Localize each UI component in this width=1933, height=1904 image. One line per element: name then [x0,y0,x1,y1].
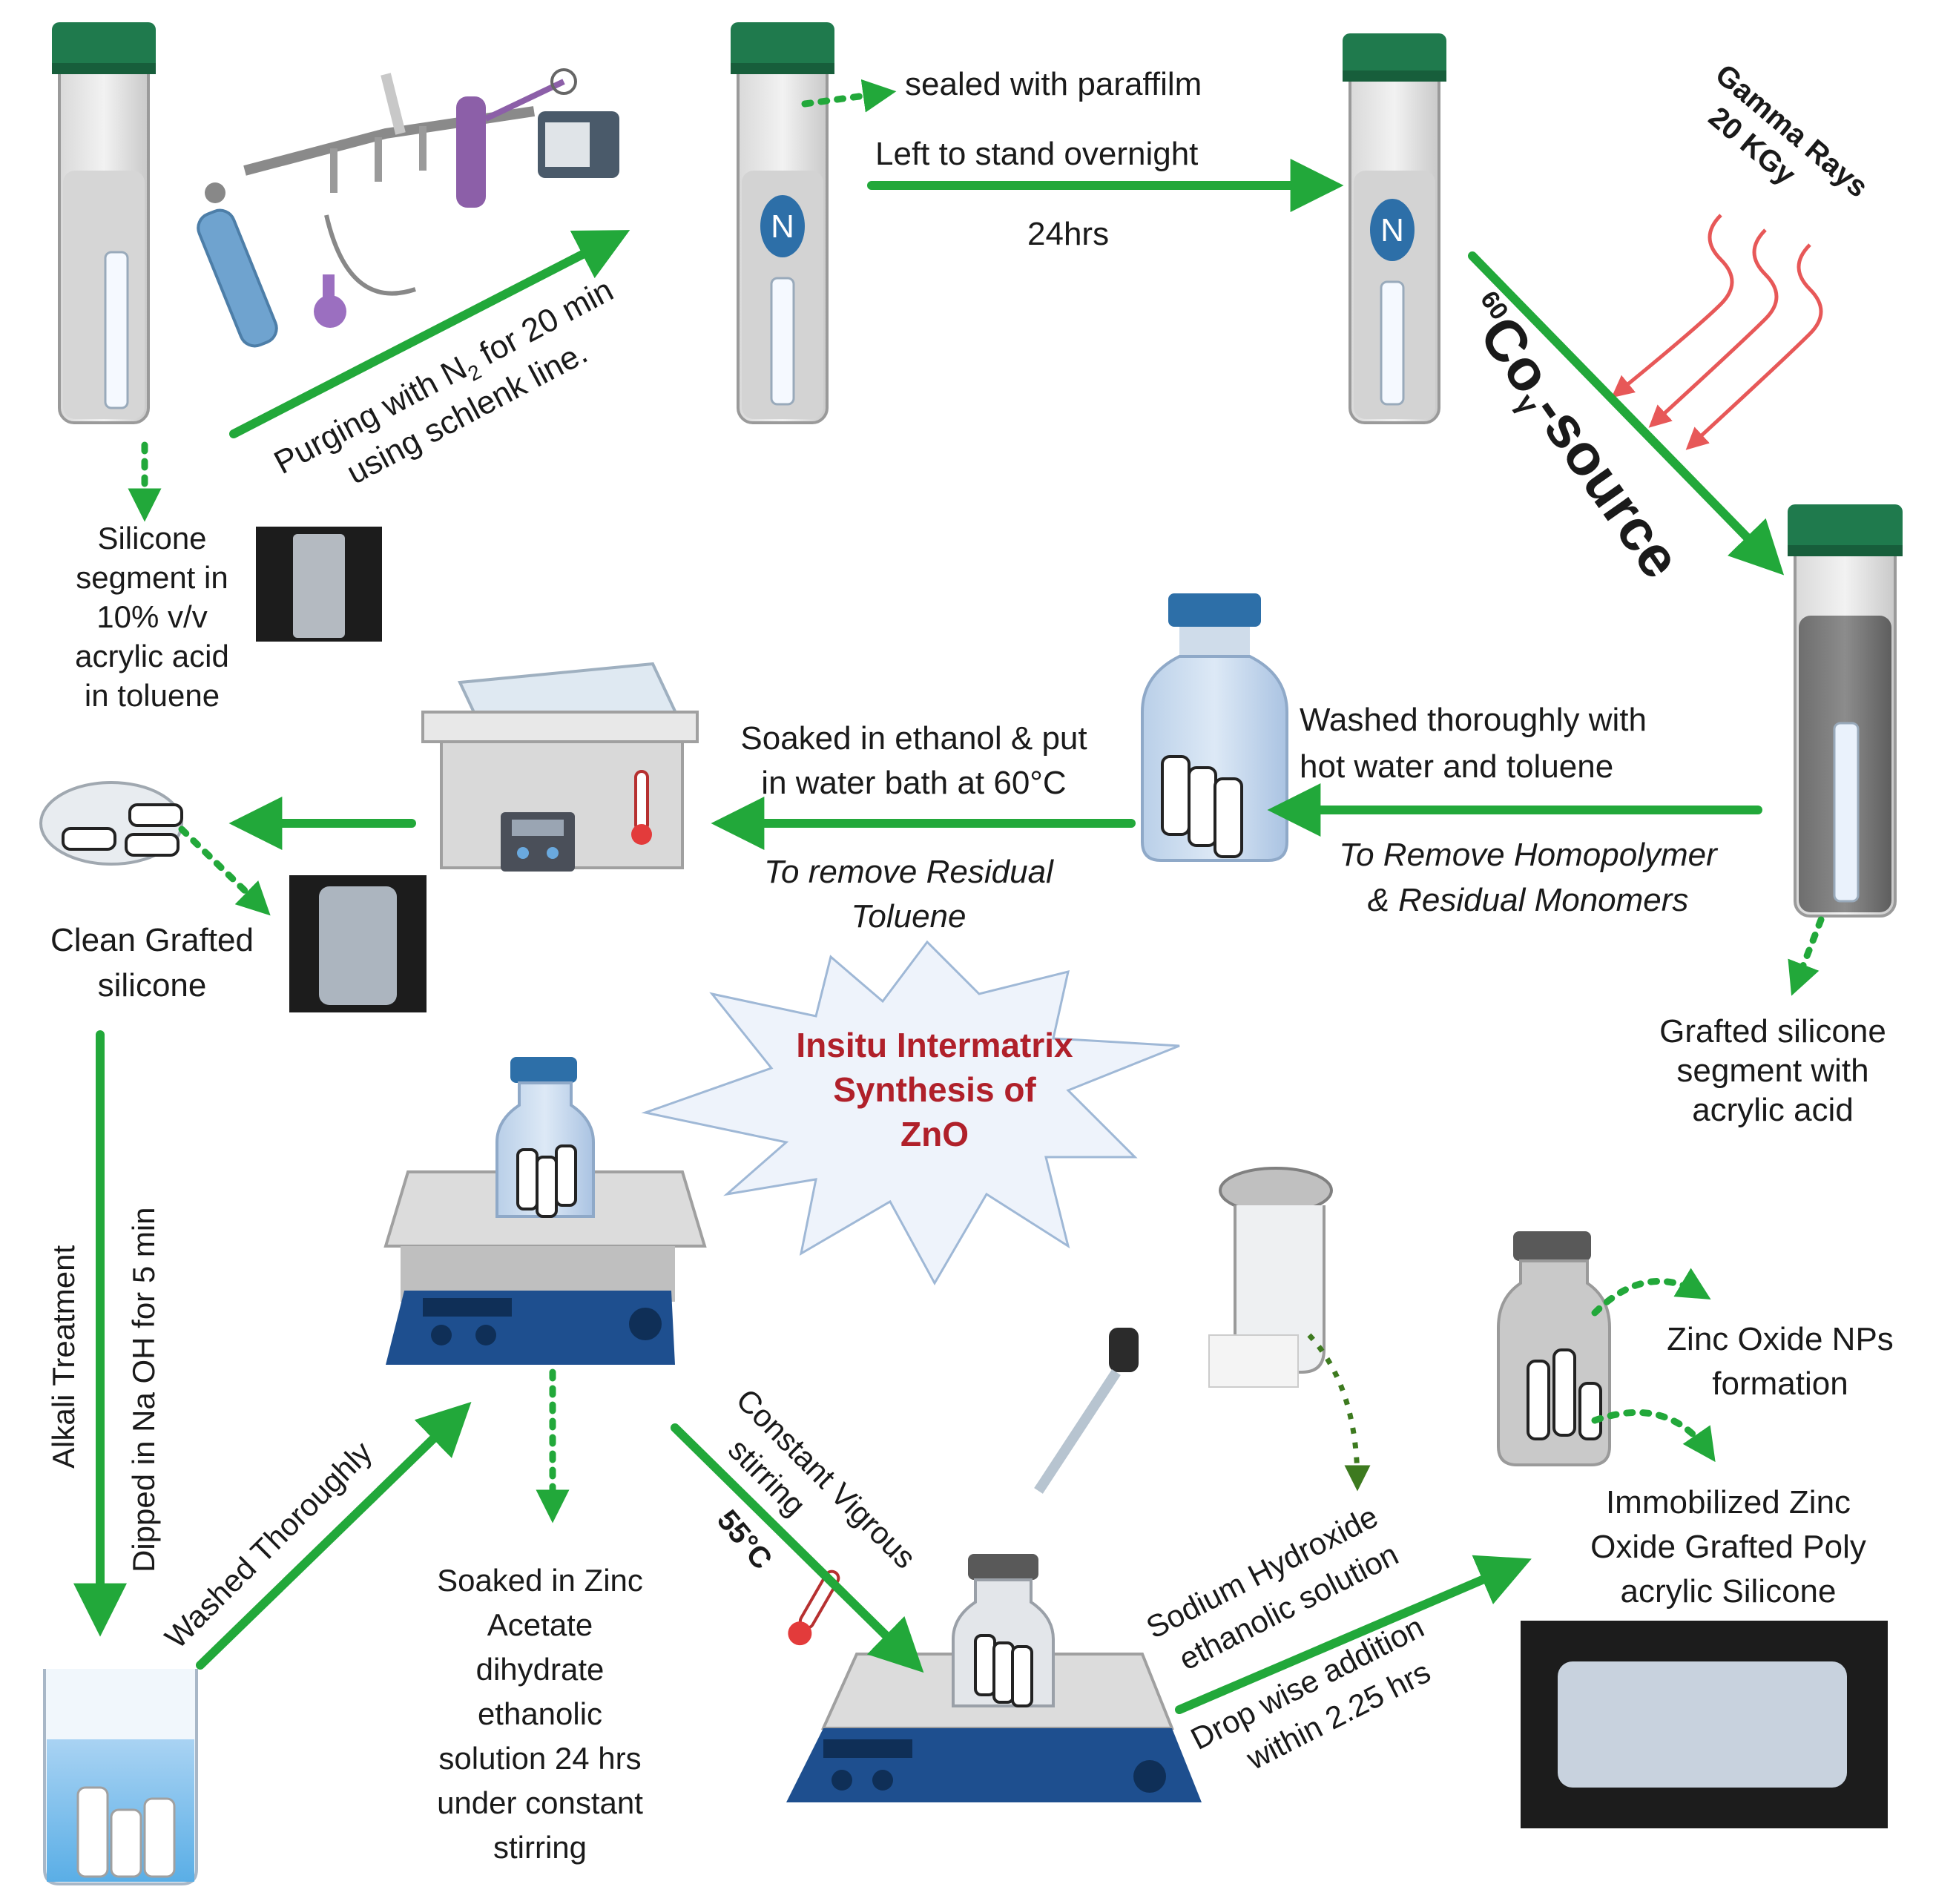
label-grafted-segment: Grafted silicone segment with acrylic ac… [1659,1013,1886,1128]
label-stirring: Constant Vigrous stirring [722,1382,923,1575]
dropper-dotted-arrow [1307,1333,1371,1492]
schlenk-line-apparatus [197,68,619,348]
svg-text:ethanolic: ethanolic [478,1696,602,1731]
svg-text:Zinc Oxide NPs: Zinc Oxide NPs [1667,1321,1894,1357]
thermometer-icon [788,1569,840,1646]
svg-text:Soaked in ethanol & put: Soaked in ethanol & put [740,720,1087,757]
label-washed-hot: Washed thoroughly with hot water and tol… [1300,702,1647,785]
label-sealed: sealed with paraffilm [905,66,1202,102]
svg-text:acrylic acid: acrylic acid [1692,1092,1854,1128]
svg-text:Immobilized Zinc: Immobilized Zinc [1606,1484,1851,1521]
svg-text:Grafted silicone: Grafted silicone [1659,1013,1886,1050]
reaction-tube-3-overnight: N [1343,33,1446,424]
label-left-to-stand: Left to stand overnight [875,136,1198,172]
svg-text:10% v/v: 10% v/v [96,599,207,634]
label-duration: 24hrs [1027,216,1109,252]
svg-text:& Residual Monomers: & Residual Monomers [1368,882,1689,918]
reaction-tube-2-sealed: N [731,22,834,424]
water-bath-icon [421,662,699,872]
svg-text:formation: formation [1712,1366,1848,1402]
svg-text:Synthesis of: Synthesis of [833,1070,1036,1109]
zno-bottle-icon [1497,1231,1611,1466]
svg-text:silicone: silicone [98,967,207,1004]
svg-text:Acetate: Acetate [487,1607,593,1642]
svg-text:60Coγ-source: 60Coγ-source [1449,281,1694,591]
svg-text:Clean Grafted: Clean Grafted [50,922,254,958]
svg-text:Silicone: Silicone [97,521,206,556]
label-co60-source: 60Coγ-source [1449,281,1694,591]
dotted-arrows [128,79,1825,1523]
flow-arrows [73,159,1785,1714]
label-insitu: Insitu Intermatrix Synthesis of ZnO [796,1026,1073,1153]
gamma-ray-waves [1611,214,1823,450]
svg-text:Insitu Intermatrix: Insitu Intermatrix [796,1026,1073,1064]
svg-text:Soaked in Zinc: Soaked in Zinc [437,1563,643,1598]
label-immobilized: Immobilized Zinc Oxide Grafted Poly acry… [1590,1484,1866,1610]
nitrogen-label-1: N [771,208,794,245]
svg-text:in toluene: in toluene [85,678,220,713]
svg-text:hot water and toluene: hot water and toluene [1300,748,1613,785]
immobilized-zno-photo [1521,1621,1888,1828]
label-gamma: Gamma Rays 20 KGy [1702,58,1874,204]
svg-text:segment in: segment in [76,560,228,595]
svg-text:To Remove Homopolymer: To Remove Homopolymer [1339,837,1719,873]
beaker-dropper-icon [1034,1167,1333,1494]
svg-text:Toluene: Toluene [852,898,967,935]
label-washed-thoroughly: Washed Thoroughly [158,1434,378,1655]
svg-text:acrylic acid: acrylic acid [75,639,229,673]
label-soaked-zinc: Soaked in Zinc Acetate dihydrate ethanol… [437,1563,643,1865]
svg-text:Washed thoroughly with: Washed thoroughly with [1300,702,1647,738]
svg-text:solution 24 hrs: solution 24 hrs [438,1741,641,1776]
label-soaked-ethanol: Soaked in ethanol & put in water bath at… [740,720,1087,801]
svg-text:ZnO: ZnO [900,1115,969,1153]
beaker-naoh-icon [43,1669,198,1885]
label-remove-toluene: To remove Residual Toluene [764,854,1054,935]
nitrogen-label-2: N [1380,212,1404,248]
svg-text:under constant: under constant [437,1785,643,1820]
svg-text:dihydrate: dihydrate [476,1652,605,1687]
reaction-tube-4-irradiated [1788,504,1903,918]
magnetic-stirrer-2 [786,1554,1202,1802]
svg-text:To remove Residual: To remove Residual [764,854,1054,890]
synthesis-burst [641,940,1180,1286]
magnetic-stirrer-1 [383,1057,707,1365]
reaction-tube-1 [52,22,156,424]
silicone-segment-photo [256,527,382,642]
clean-grafted-photo [289,875,427,1012]
svg-text:stirring: stirring [493,1830,587,1865]
svg-text:Oxide Grafted Poly: Oxide Grafted Poly [1590,1529,1866,1565]
label-clean-grafted: Clean Grafted silicone [50,922,254,1004]
label-dipped: Dipped in Na OH for 5 min [126,1207,161,1572]
svg-text:acrylic Silicone: acrylic Silicone [1621,1573,1837,1610]
svg-text:segment with: segment with [1676,1053,1868,1089]
label-zno-np: Zinc Oxide NPs formation [1667,1321,1894,1402]
svg-text:in water bath at 60°C: in water bath at 60°C [761,765,1066,801]
petri-dish-icon [39,781,183,866]
label-remove-homopolymer: To Remove Homopolymer & Residual Monomer… [1339,837,1719,918]
washing-bottle-icon [1141,593,1288,862]
label-alkali: Alkali Treatment [46,1245,81,1469]
label-silicone-segment: Silicone segment in 10% v/v acrylic acid… [75,521,229,713]
